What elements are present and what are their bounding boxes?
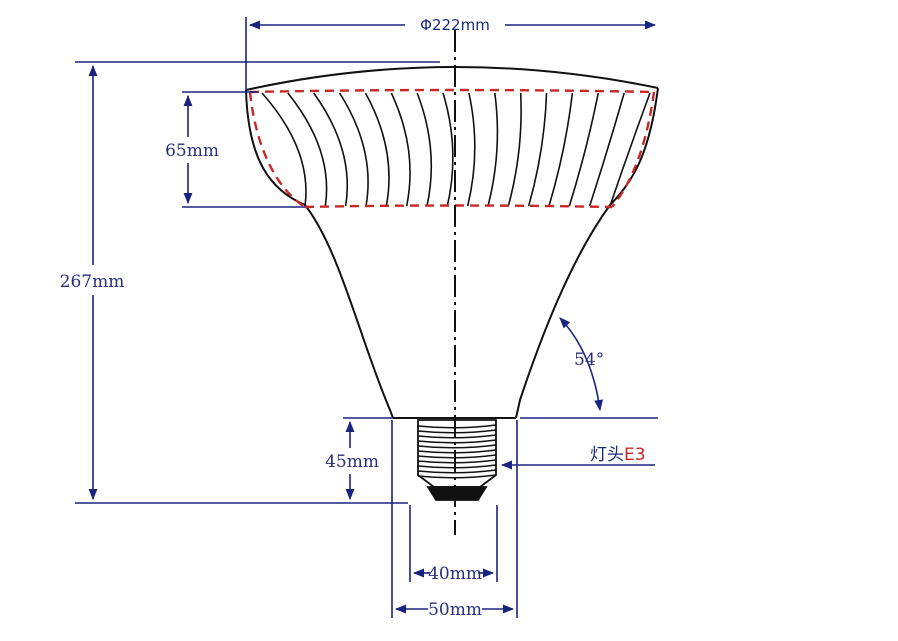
total-height-label: 267mm	[60, 272, 125, 292]
base-thread	[417, 469, 497, 474]
base-thread	[417, 459, 497, 464]
lens-rib	[588, 92, 625, 207]
lens-rib	[442, 92, 454, 207]
lens-rib	[416, 92, 433, 207]
lens-dashed-outline	[248, 88, 656, 209]
diameter-label: Φ222mm	[420, 16, 490, 34]
base-thread	[417, 474, 497, 479]
angle-label: 54°	[574, 350, 604, 370]
base-thread	[417, 439, 497, 444]
base-thread	[417, 464, 497, 469]
lens-rib	[313, 92, 349, 207]
lens-rib	[364, 92, 390, 207]
base-thread	[417, 434, 497, 439]
lens-rib	[466, 92, 476, 207]
lens-rib	[487, 92, 499, 207]
base-thread	[417, 429, 497, 434]
base-thread	[417, 424, 497, 429]
lens-rib	[261, 92, 307, 207]
lens-ribs	[261, 92, 651, 207]
lens-height-label: 65mm	[165, 141, 219, 161]
lens-rib	[338, 92, 369, 207]
base-height-label: 45mm	[325, 452, 379, 472]
base-thread	[417, 449, 497, 454]
lens-rib	[609, 92, 651, 207]
lens-rib	[287, 92, 328, 207]
base-thread	[417, 444, 497, 449]
bulb-outline	[245, 66, 659, 419]
base-thread	[417, 454, 497, 459]
base-threads	[417, 424, 497, 479]
base-outer-width-label: 50mm	[428, 600, 482, 620]
base-type-label: 灯头E3	[590, 445, 646, 465]
lens-rib	[568, 92, 600, 207]
base-inner-width-label: 40mm	[428, 564, 482, 584]
lens-rib	[548, 92, 574, 207]
dimension-lines	[75, 17, 658, 618]
lens-rib	[527, 92, 548, 207]
lens-rib	[507, 92, 522, 207]
lens-rib	[390, 92, 411, 207]
